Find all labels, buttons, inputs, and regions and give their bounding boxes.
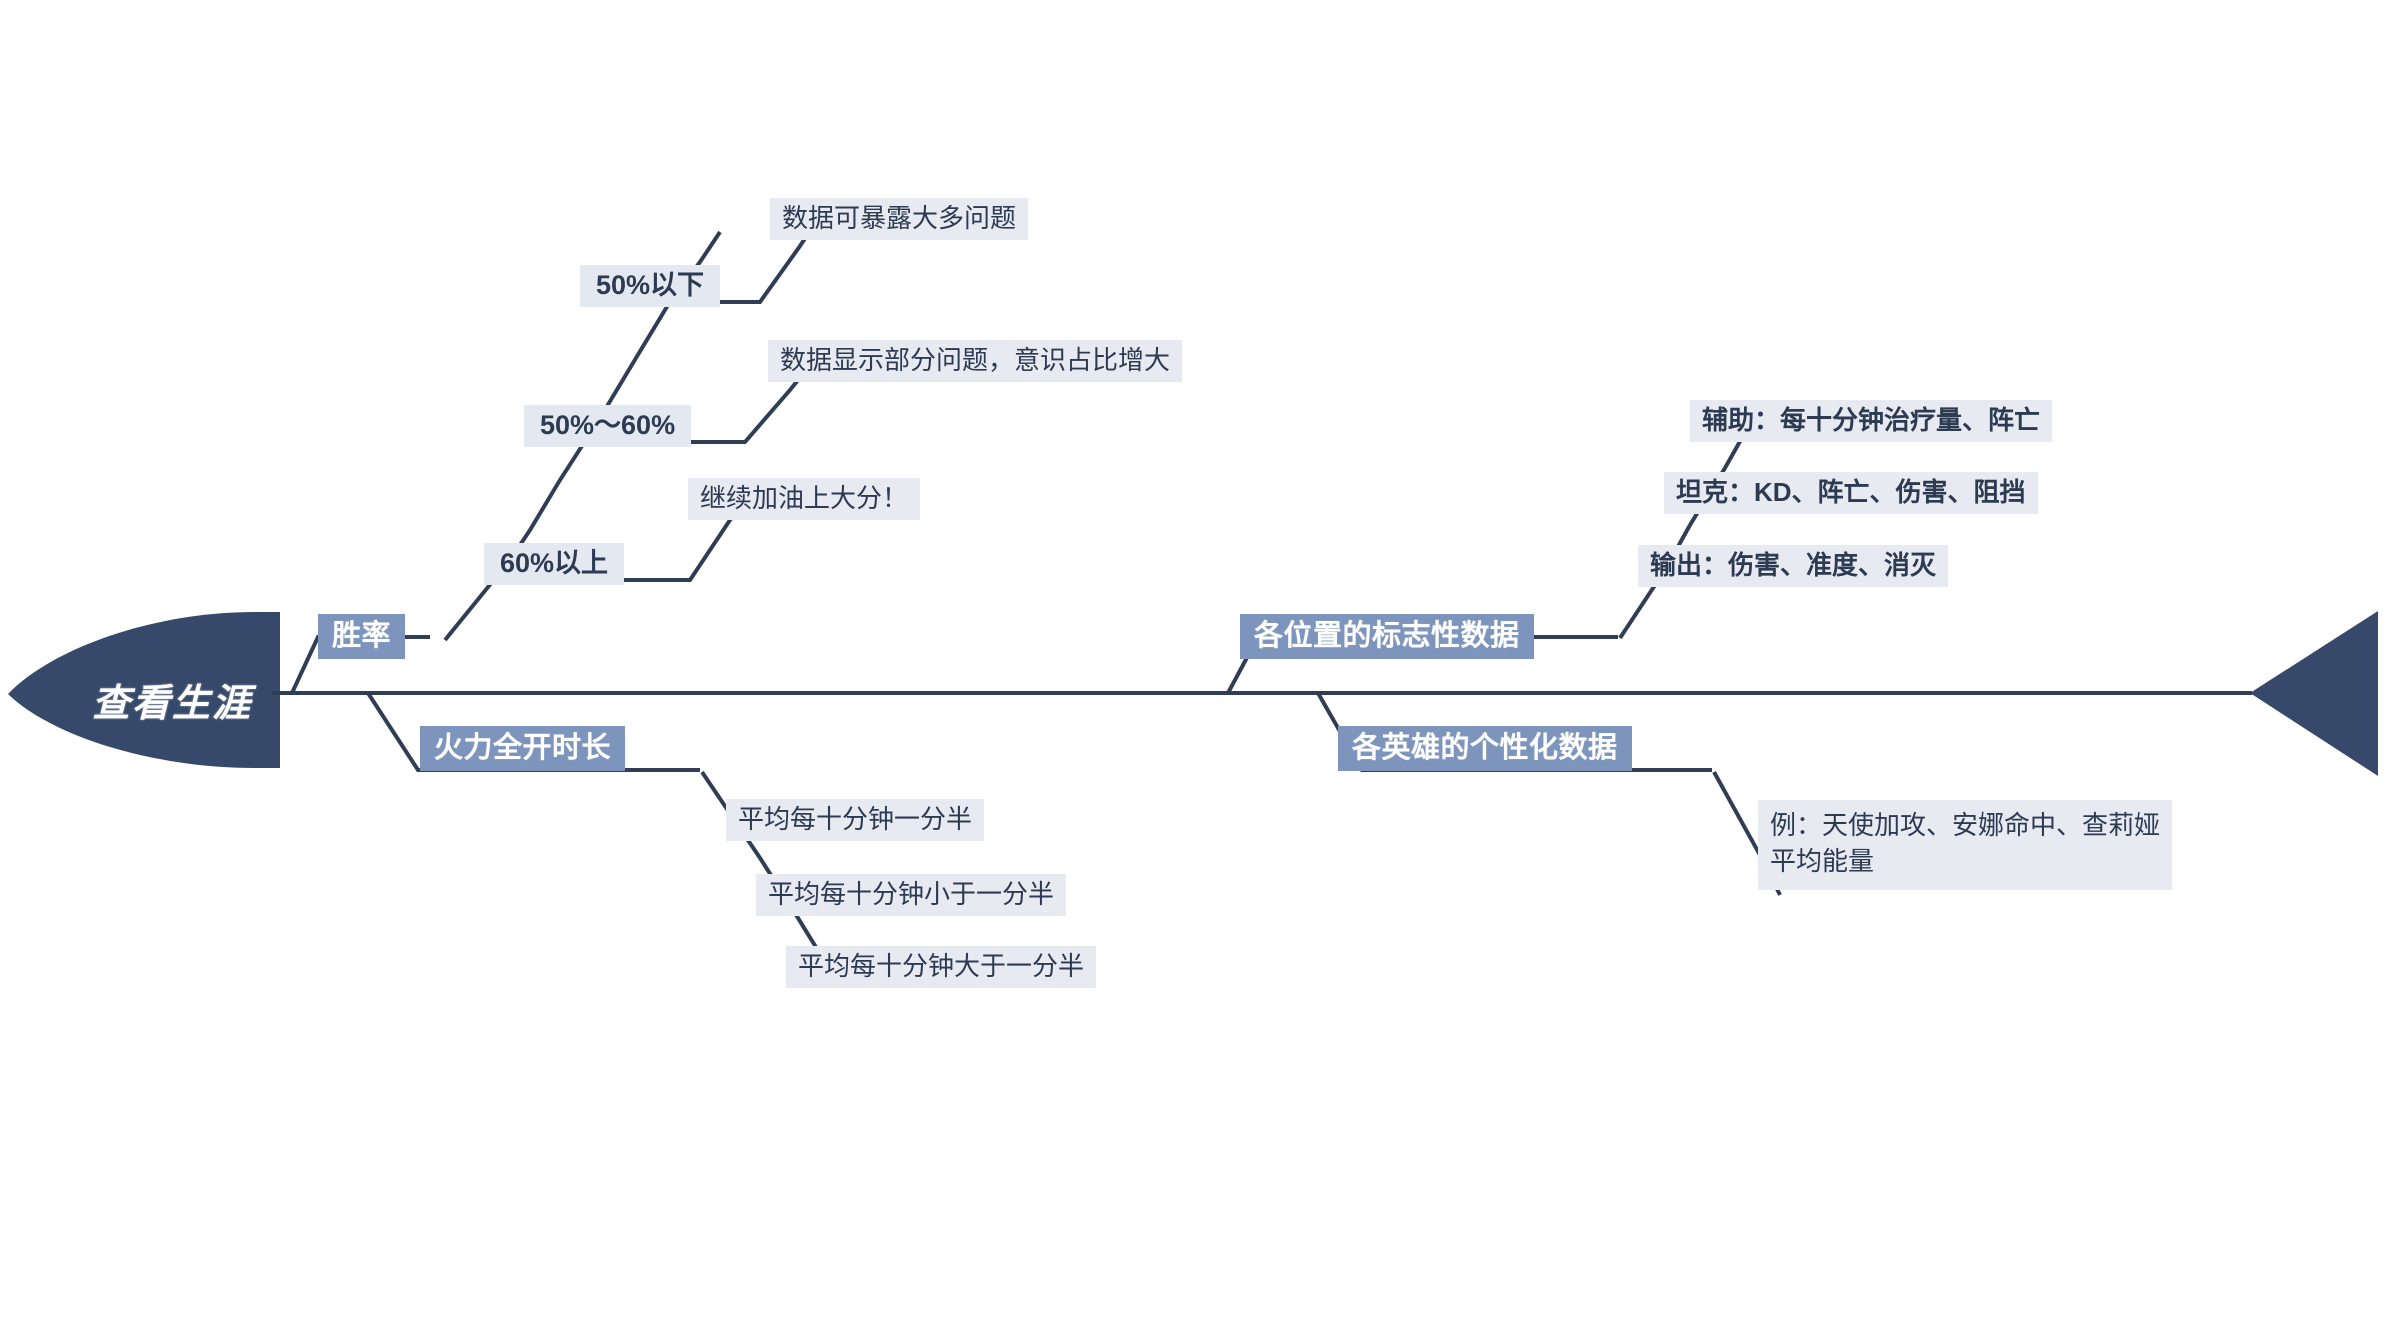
fish-tail-shape — [2250, 611, 2378, 776]
category-label-hero-specific-stats[interactable]: 各英雄的个性化数据 — [1338, 726, 1632, 771]
fish-head-label: 查看生涯 — [92, 683, 253, 725]
leaf-label-full-fire-3[interactable]: 平均每十分钟大于一分半 — [786, 946, 1097, 988]
leaf-label-role-tank[interactable]: 坦克：KD、阵亡、伤害、阻挡 — [1664, 472, 2038, 514]
leaf-label-win-rate-above-60-detail[interactable]: 继续加油上大分！ — [688, 478, 921, 520]
leaf-label-role-support[interactable]: 辅助：每十分钟治疗量、阵亡 — [1690, 400, 2053, 442]
category-label-full-fire-duration[interactable]: 火力全开时长 — [420, 726, 626, 771]
leaf-label-win-rate-50-to-60-detail[interactable]: 数据显示部分问题，意识占比增大 — [768, 340, 1183, 382]
leaf-label-hero-example[interactable]: 例：天使加攻、安娜命中、查莉娅 平均能量 — [1758, 800, 2173, 890]
leaf-label-full-fire-2[interactable]: 平均每十分钟小于一分半 — [756, 874, 1067, 916]
fish-head-shape — [8, 612, 280, 768]
leaf-label-role-damage[interactable]: 输出：伤害、准度、消灭 — [1638, 545, 1949, 587]
subcategory-chip-win-rate-above-60[interactable]: 60%以上 — [484, 543, 625, 585]
subcategory-chip-win-rate-below-50[interactable]: 50%以下 — [580, 265, 721, 307]
category-label-role-signature-stats[interactable]: 各位置的标志性数据 — [1240, 614, 1534, 659]
category-label-win-rate[interactable]: 胜率 — [318, 614, 406, 659]
subbranch-line-role-stats — [1618, 419, 1754, 640]
leaf-label-full-fire-1[interactable]: 平均每十分钟一分半 — [726, 799, 985, 841]
leaf-label-win-rate-below-50-detail[interactable]: 数据可暴露大多问题 — [770, 198, 1029, 240]
subcategory-chip-win-rate-50-to-60[interactable]: 50%～60% — [524, 405, 692, 447]
